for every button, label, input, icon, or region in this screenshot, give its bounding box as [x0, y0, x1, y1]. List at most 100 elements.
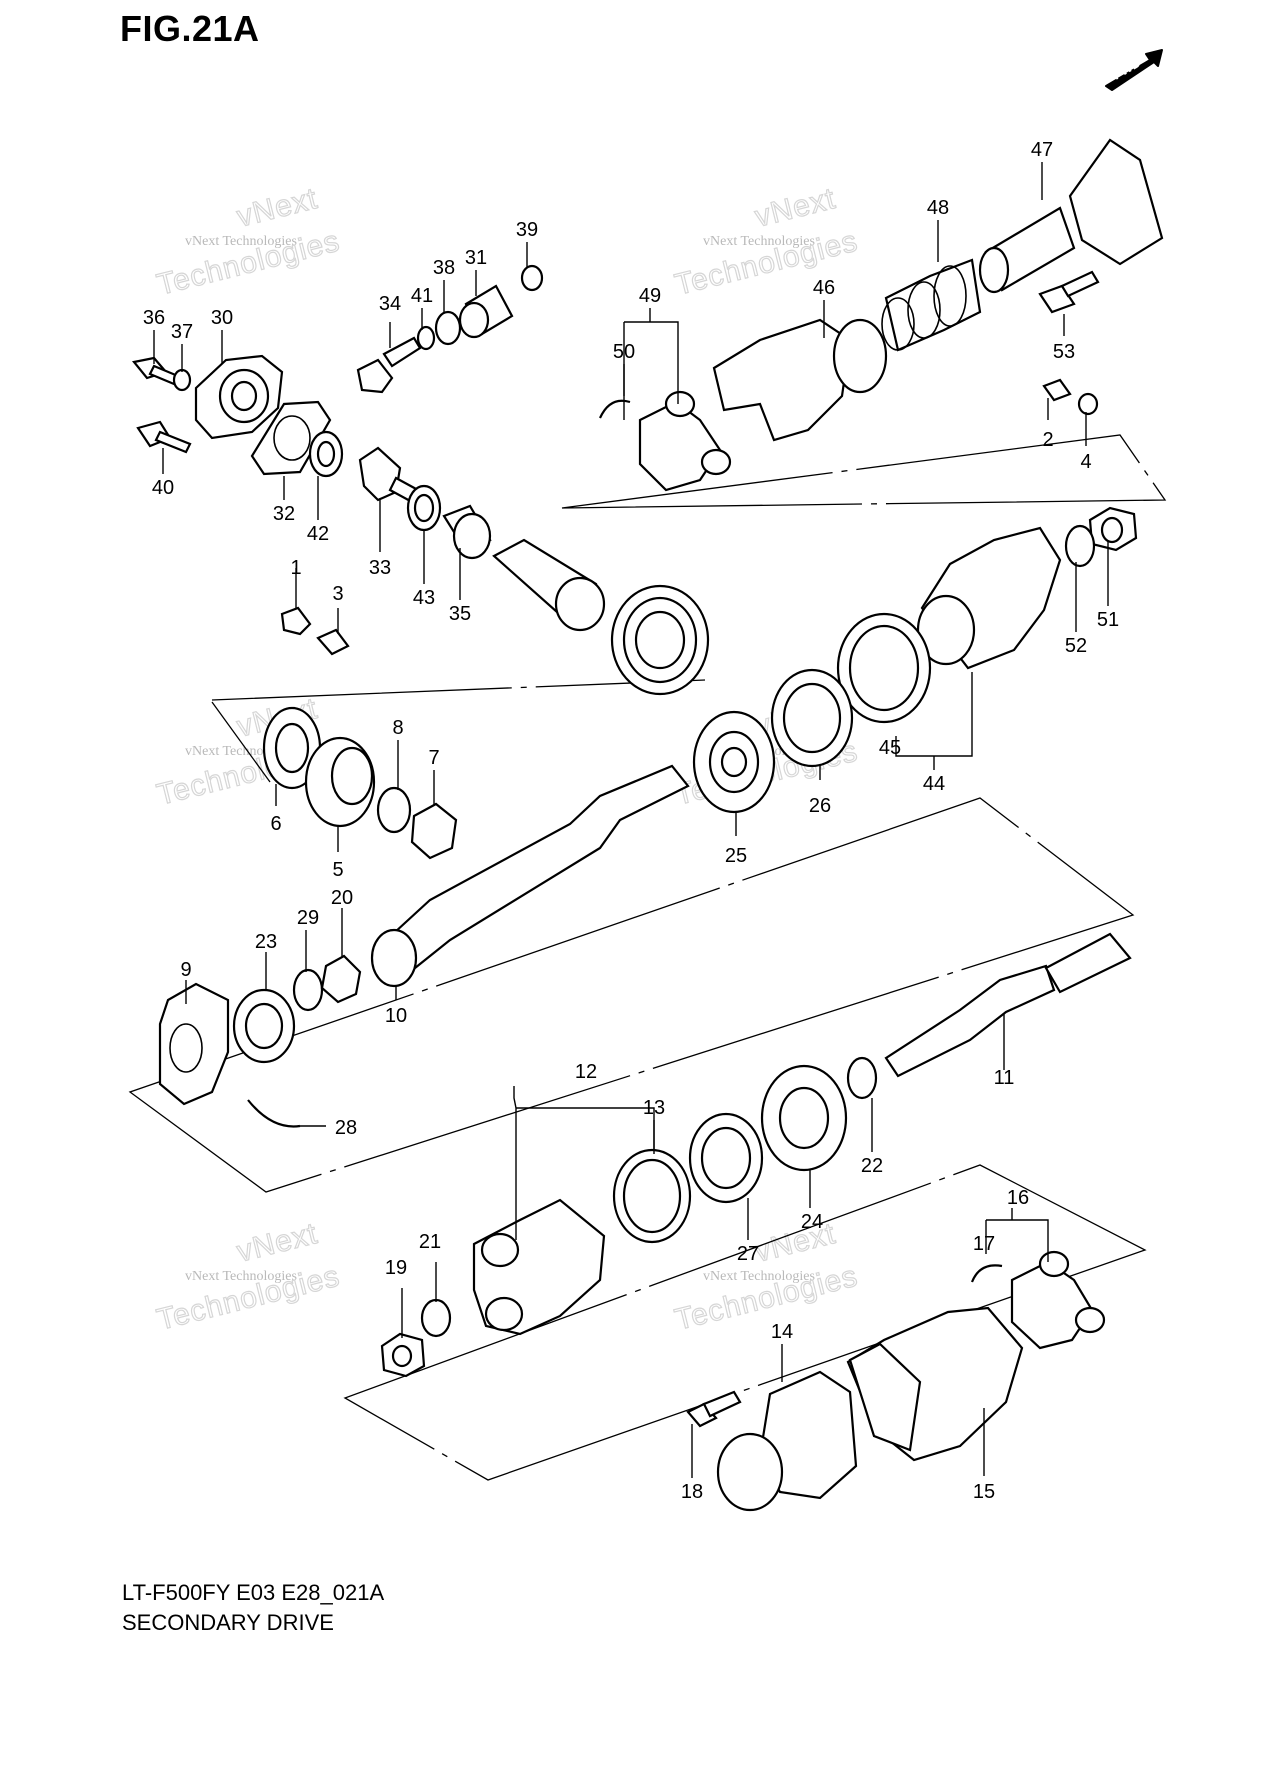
- part-21-washer: [420, 1298, 452, 1338]
- part-3-screw: [316, 628, 350, 656]
- callout-53: 53: [1053, 341, 1075, 363]
- callout-46: 46: [813, 277, 835, 299]
- callout-13: 13: [643, 1097, 665, 1119]
- callout-30: 30: [211, 307, 233, 329]
- part-24-bearing: [760, 1064, 848, 1172]
- part-48-boot: [881, 258, 982, 352]
- part-26-bearing: [770, 668, 854, 768]
- callout-34: 34: [379, 293, 401, 315]
- callout-52: 52: [1065, 635, 1087, 657]
- callout-9: 9: [180, 959, 191, 981]
- part-29-washer: [292, 968, 324, 1012]
- callout-40: 40: [152, 477, 174, 499]
- part-38-ring: [434, 310, 462, 346]
- callout-44: 44: [923, 773, 945, 795]
- callout-24: 24: [801, 1211, 823, 1233]
- part-23-bearing: [232, 988, 296, 1064]
- part-37-washer: [172, 368, 192, 392]
- part-11-shaft: [884, 932, 1132, 1078]
- callout-25: 25: [725, 845, 747, 867]
- watermark-text: vNext Technologies: [185, 1269, 297, 1284]
- callout-26: 26: [809, 795, 831, 817]
- part-45-seal: [836, 612, 932, 724]
- watermark-text: vNext Technologies: [703, 1269, 815, 1284]
- callout-18: 18: [681, 1481, 703, 1503]
- part-12-yoke: [472, 1198, 606, 1336]
- part-40-bolt: [136, 420, 192, 454]
- part-49-universal-joint: [638, 390, 732, 492]
- part-20-nut: [320, 954, 362, 1004]
- callout-20: 20: [331, 887, 353, 909]
- callout-numbers: 1 2 3 4 5 6 7 8 9 10 11 12 13 14 15 16 1…: [143, 139, 1119, 1503]
- callout-27: 27: [737, 1243, 759, 1265]
- callout-8: 8: [392, 717, 403, 739]
- watermark-6: vNext vNext Technologies Technologies: [671, 1216, 862, 1337]
- part-19-nut: [380, 1332, 426, 1378]
- watermark-brand: vNext: [752, 1217, 839, 1269]
- callout-41: 41: [411, 285, 433, 307]
- part-47-shaft: [978, 138, 1164, 294]
- part-5-bevel-gear: [304, 736, 376, 828]
- part-39-seal: [520, 264, 544, 292]
- watermark-text: vNext Technologies: [703, 234, 815, 249]
- callout-43: 43: [413, 587, 435, 609]
- part-32-gasket: [250, 400, 332, 476]
- watermark-brand: vNext: [234, 1217, 321, 1269]
- callout-33: 33: [369, 557, 391, 579]
- callout-38: 38: [433, 257, 455, 279]
- part-1-bracket: [280, 606, 312, 636]
- callout-10: 10: [385, 1005, 407, 1027]
- part-15-flange-yoke: [846, 1306, 1024, 1462]
- frame-mid-left: [211, 701, 271, 783]
- assembly-frames: [128, 434, 1167, 1481]
- part-10-shaft: [370, 764, 690, 988]
- part-31-bushing: [458, 284, 514, 339]
- part-50-circlip: [598, 399, 631, 419]
- callout-45: 45: [879, 737, 901, 759]
- callout-47: 47: [1031, 139, 1053, 161]
- callout-7: 7: [428, 747, 439, 769]
- callout-39: 39: [516, 219, 538, 241]
- part-18-bolt: [686, 1390, 742, 1428]
- callout-1: 1: [290, 557, 301, 579]
- model-caption: LT-F500FY E03 E28_021A SECONDARY DRIVE: [122, 1578, 384, 1638]
- frame-middle: [128, 797, 1135, 1193]
- part-36-bolt: [131, 356, 180, 386]
- callout-4: 4: [1080, 451, 1091, 473]
- callout-29: 29: [297, 907, 319, 929]
- callout-28: 28: [335, 1117, 357, 1139]
- callout-14: 14: [771, 1321, 793, 1343]
- part-13-seal: [612, 1148, 692, 1244]
- callout-37: 37: [171, 321, 193, 343]
- callout-42: 42: [307, 523, 329, 545]
- frame-mid-link: [211, 679, 706, 701]
- section-name: SECONDARY DRIVE: [122, 1610, 334, 1635]
- callout-49: 49: [639, 285, 661, 307]
- part-7-nut: [410, 802, 458, 860]
- callout-50: 50: [613, 341, 635, 363]
- figure-title: FIG.21A: [120, 8, 260, 49]
- callout-16: 16: [1007, 1187, 1029, 1209]
- watermark-brand: vNext: [752, 182, 839, 234]
- leader-lines: [153, 162, 1109, 1478]
- callout-6: 6: [270, 813, 281, 835]
- part-34-pinion: [356, 336, 422, 394]
- callout-2: 2: [1042, 429, 1053, 451]
- part-25-bearing: [692, 710, 776, 814]
- part-46-yoke: [712, 318, 888, 442]
- callout-51: 51: [1097, 609, 1119, 631]
- callout-48: 48: [927, 197, 949, 219]
- part-8-washer: [376, 786, 412, 834]
- part-43-shim: [406, 484, 442, 532]
- part-53-bolt: [1038, 270, 1100, 314]
- callout-32: 32: [273, 503, 295, 525]
- part-33-gear: [358, 446, 420, 504]
- callout-36: 36: [143, 307, 165, 329]
- part-30-housing: [194, 354, 284, 440]
- part-42-washer: [308, 430, 344, 478]
- callout-12: 12: [575, 1061, 597, 1083]
- callout-23: 23: [255, 931, 277, 953]
- part-upper-shaft: [492, 538, 606, 632]
- watermark-5: vNext vNext Technologies Technologies: [153, 1216, 344, 1337]
